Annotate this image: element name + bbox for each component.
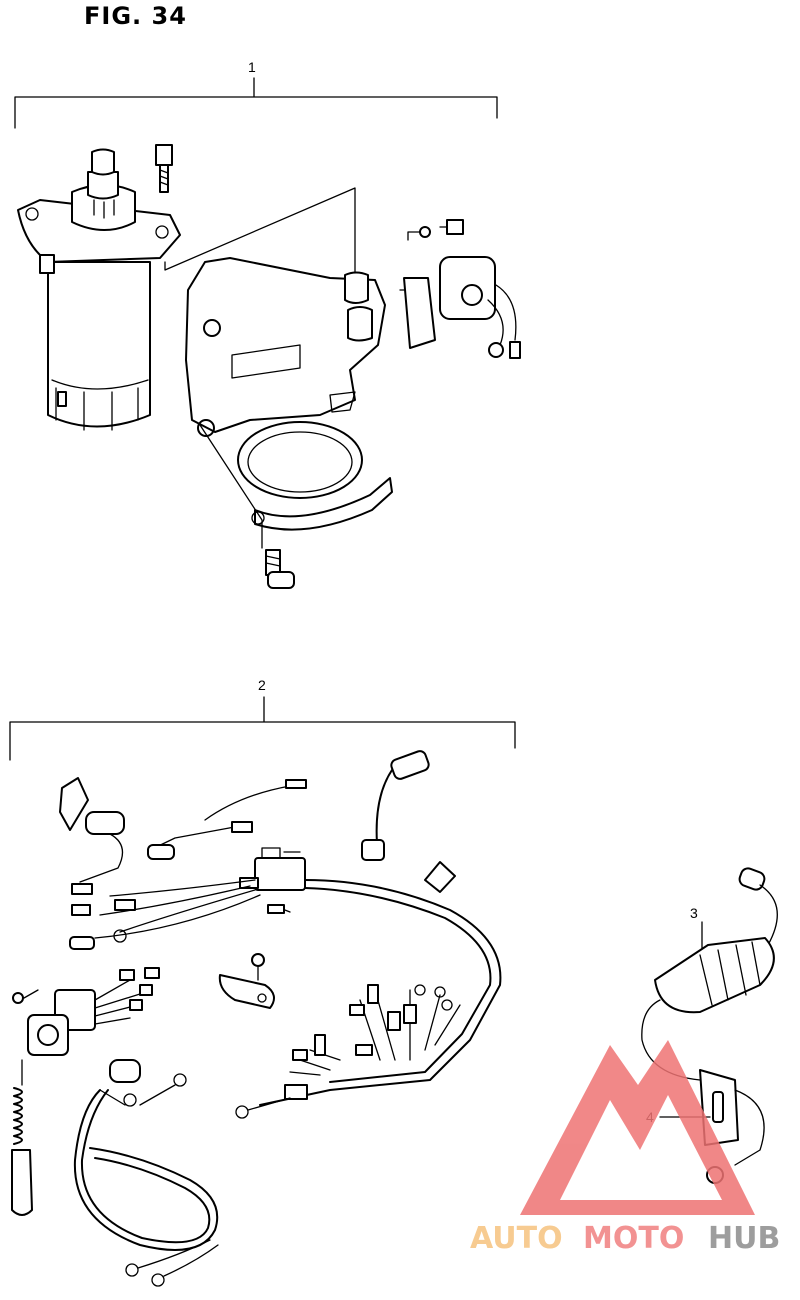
- watermark-hub: HUB: [708, 1221, 780, 1256]
- watermark-moto: MOTO: [583, 1221, 684, 1256]
- clamp-band: [199, 421, 393, 549]
- callout-3-label: 3: [690, 905, 698, 921]
- logo-triangle-icon: [520, 1040, 755, 1215]
- group-1-bracket: 1: [14, 59, 498, 129]
- watermark-logo: AUTO MOTO HUB: [470, 1040, 780, 1256]
- part-3-filter-unit: 3: [641, 867, 778, 1184]
- leader-line-bracket: [164, 187, 356, 293]
- wiring-harness: [11, 750, 502, 1287]
- callout-2-label: 2: [258, 677, 266, 693]
- group-2-bracket: 2: [9, 677, 516, 761]
- clamp-bolt: [265, 549, 295, 589]
- callout-1-label: 1: [248, 59, 256, 75]
- starter-bolt: [155, 144, 173, 193]
- starter-solenoid: [399, 219, 521, 359]
- figure-title: FIG. 34: [84, 2, 187, 30]
- starter-motor: [17, 148, 181, 431]
- starter-bracket: [185, 257, 386, 437]
- watermark-auto: AUTO: [470, 1221, 563, 1256]
